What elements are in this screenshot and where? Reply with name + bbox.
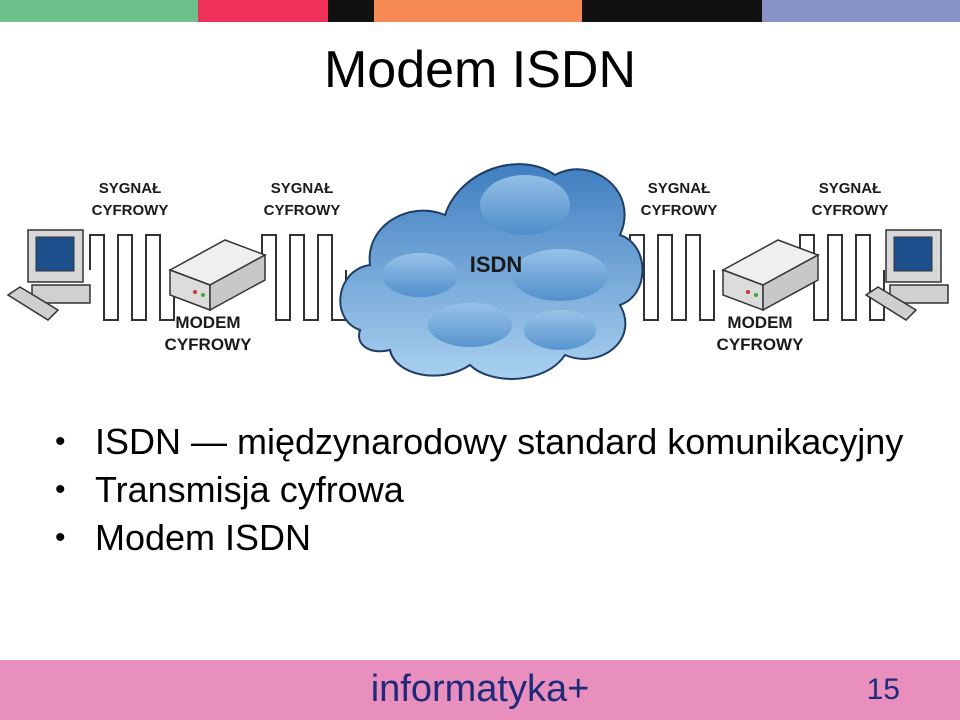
top-bar-segment bbox=[198, 0, 328, 22]
page-number: 15 bbox=[867, 670, 900, 710]
signal-wave-left bbox=[90, 235, 174, 320]
modem-icon bbox=[723, 240, 818, 310]
cloud-label: ISDN bbox=[436, 254, 556, 276]
top-color-bar bbox=[0, 0, 960, 22]
bullet-item: •Modem ISDN bbox=[55, 514, 915, 562]
computer-icon bbox=[866, 230, 948, 320]
bullet-list: •ISDN — międzynarodowy standard komunika… bbox=[55, 418, 915, 562]
bullet-icon: • bbox=[55, 418, 66, 466]
modem-icon bbox=[170, 240, 265, 310]
bullet-icon: • bbox=[55, 514, 66, 562]
signal-wave-left-2 bbox=[262, 235, 346, 320]
computer-icon bbox=[8, 230, 90, 320]
top-bar-segment bbox=[0, 0, 198, 22]
slide-title: Modem ISDN bbox=[0, 40, 960, 100]
top-bar-segment bbox=[328, 0, 374, 22]
footer-bar: informatyka+ 15 bbox=[0, 660, 960, 720]
top-bar-segment bbox=[582, 0, 762, 22]
bullet-item: •Transmisja cyfrowa bbox=[55, 466, 915, 514]
top-bar-segment bbox=[762, 0, 960, 22]
bullet-icon: • bbox=[55, 466, 66, 514]
bullet-item: •ISDN — międzynarodowy standard komunika… bbox=[55, 418, 915, 466]
brand-logo-text: informatyka+ bbox=[0, 664, 960, 714]
top-bar-segment bbox=[374, 0, 582, 22]
